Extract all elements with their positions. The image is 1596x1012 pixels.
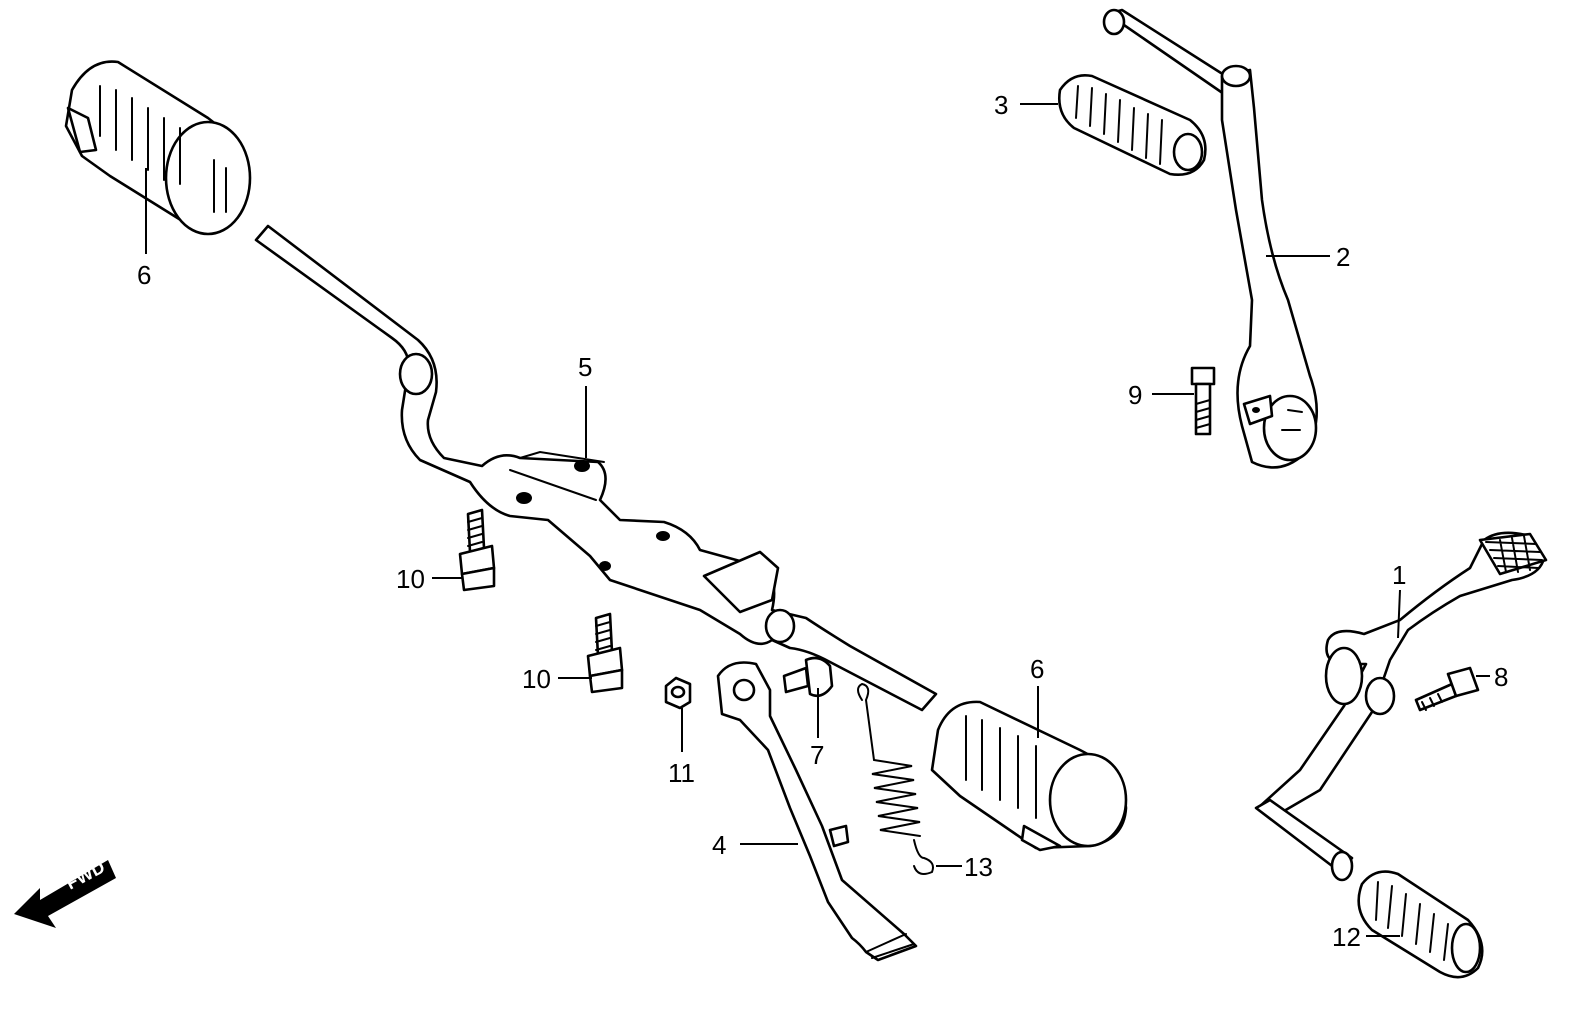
callout-10-upper: 10 (396, 564, 425, 594)
callout-13: 13 (964, 852, 993, 882)
pivot-bolt-7-part (782, 656, 834, 698)
callout-7: 7 (810, 740, 824, 770)
callout-2: 2 (1336, 242, 1350, 272)
bolt-10b-part (586, 612, 624, 694)
kick-starter-arm-part (1102, 8, 1319, 469)
bolt-8-part (1414, 666, 1480, 712)
footpeg-rubber-right-part (930, 700, 1128, 852)
change-pedal-rubber-part (1357, 870, 1484, 979)
callout-10-lower: 10 (522, 664, 551, 694)
callout-4: 4 (712, 830, 726, 860)
callout-3: 3 (994, 90, 1008, 120)
kick-starter-rubber-part (1058, 74, 1207, 176)
change-pedal-part (1254, 531, 1548, 882)
callout-1: 1 (1392, 560, 1406, 590)
spring-13-part (857, 682, 934, 875)
leader-lines (145, 103, 1490, 937)
callout-8: 8 (1494, 662, 1508, 692)
side-stand-part (716, 661, 918, 962)
bolt-10a-part (458, 508, 496, 592)
nut-11-part (664, 676, 692, 710)
step-bar-part (254, 224, 938, 712)
fwd-direction-marker: FWD (14, 857, 116, 928)
callout-5: 5 (578, 352, 592, 382)
footpeg-rubber-left-part (64, 60, 252, 236)
bolt-9-part (1190, 366, 1216, 436)
callout-6-right: 6 (1030, 654, 1044, 684)
callout-11: 11 (668, 758, 695, 788)
callout-12: 12 (1332, 922, 1361, 952)
callout-6-left: 6 (137, 260, 151, 290)
callout-9: 9 (1128, 380, 1142, 410)
